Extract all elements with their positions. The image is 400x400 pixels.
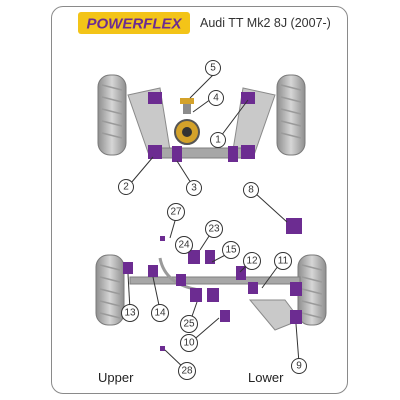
- bush-outer-right: [290, 282, 302, 296]
- bush-8: [286, 218, 302, 234]
- bush-25b: [207, 288, 219, 302]
- view-label-upper: Upper: [98, 370, 134, 385]
- rear-subframe: [129, 257, 301, 331]
- rear-left-wheel: [95, 254, 125, 326]
- svg-text:27: 27: [170, 207, 182, 218]
- svg-text:3: 3: [191, 183, 197, 194]
- bush-9: [290, 310, 302, 324]
- svg-text:1: 1: [215, 135, 221, 146]
- callout-9: 9: [291, 358, 307, 374]
- front-torque-mount: [174, 98, 200, 145]
- bush-front-subframe-right: [228, 146, 238, 162]
- svg-text:9: 9: [296, 361, 302, 372]
- svg-text:13: 13: [124, 308, 136, 319]
- svg-text:23: 23: [208, 224, 220, 235]
- rear-bushes: [123, 218, 302, 351]
- vehicle-model: Audi TT Mk2 8J (2007-): [200, 16, 331, 30]
- callout-1: 1: [210, 132, 226, 148]
- bush-25a: [190, 288, 202, 302]
- callout-8: 8: [243, 182, 259, 198]
- bush-14: [148, 265, 158, 277]
- callout-11: 11: [274, 252, 292, 270]
- bush-12: [236, 266, 246, 280]
- bush-front-inner-left: [148, 145, 162, 159]
- bush-front-rear-right: [241, 92, 255, 104]
- bush-11: [248, 282, 258, 294]
- front-right-wheel: [276, 74, 306, 156]
- front-bushes: [148, 92, 255, 162]
- callout-10: 10: [180, 334, 198, 352]
- svg-text:11: 11: [278, 256, 289, 267]
- callouts: 5 4 1 2 3 8 27 23 24 15 12 11 13 14 25 1…: [118, 60, 307, 380]
- callout-24: 24: [175, 236, 193, 254]
- svg-text:15: 15: [225, 245, 237, 256]
- mount-yellow-insert: [180, 98, 194, 104]
- svg-text:25: 25: [183, 319, 195, 330]
- mount-bolt: [182, 127, 192, 137]
- svg-text:2: 2: [123, 182, 129, 193]
- washer-28: [160, 346, 165, 351]
- bush-13: [123, 262, 133, 274]
- svg-text:4: 4: [213, 93, 219, 104]
- bush-10: [220, 310, 230, 322]
- callout-28: 28: [178, 362, 196, 380]
- callout-3: 3: [186, 180, 202, 196]
- bush-15: [205, 250, 215, 264]
- mount-stem: [183, 104, 191, 114]
- callout-14: 14: [151, 304, 169, 322]
- callout-12: 12: [243, 252, 261, 270]
- callout-23: 23: [205, 220, 223, 238]
- bush-front-subframe-left: [172, 146, 182, 162]
- bush-front-rear-left: [148, 92, 162, 104]
- logo-text: POWERFLEX: [86, 16, 182, 33]
- washer-27: [160, 236, 165, 241]
- front-left-wheel: [97, 74, 127, 156]
- svg-text:28: 28: [181, 366, 193, 377]
- diagram-card: [51, 6, 348, 394]
- callout-2: 2: [118, 179, 134, 195]
- svg-text:10: 10: [183, 338, 195, 349]
- bush-24: [188, 250, 200, 264]
- bush-front-inner-right: [241, 145, 255, 159]
- svg-text:8: 8: [248, 185, 254, 196]
- svg-text:12: 12: [246, 256, 258, 267]
- callout-5: 5: [205, 60, 221, 76]
- callout-4: 4: [208, 90, 224, 106]
- callout-13: 13: [121, 304, 139, 322]
- svg-text:5: 5: [210, 63, 216, 74]
- rear-right-wheel: [297, 254, 327, 326]
- callout-27: 27: [167, 203, 185, 221]
- svg-text:24: 24: [178, 240, 190, 251]
- callout-15: 15: [222, 241, 240, 259]
- svg-text:14: 14: [154, 308, 166, 319]
- powerflex-logo: POWERFLEX: [78, 12, 190, 34]
- callout-25: 25: [180, 315, 198, 333]
- view-label-lower: Lower: [248, 370, 284, 385]
- bush-subframe-left: [176, 274, 186, 286]
